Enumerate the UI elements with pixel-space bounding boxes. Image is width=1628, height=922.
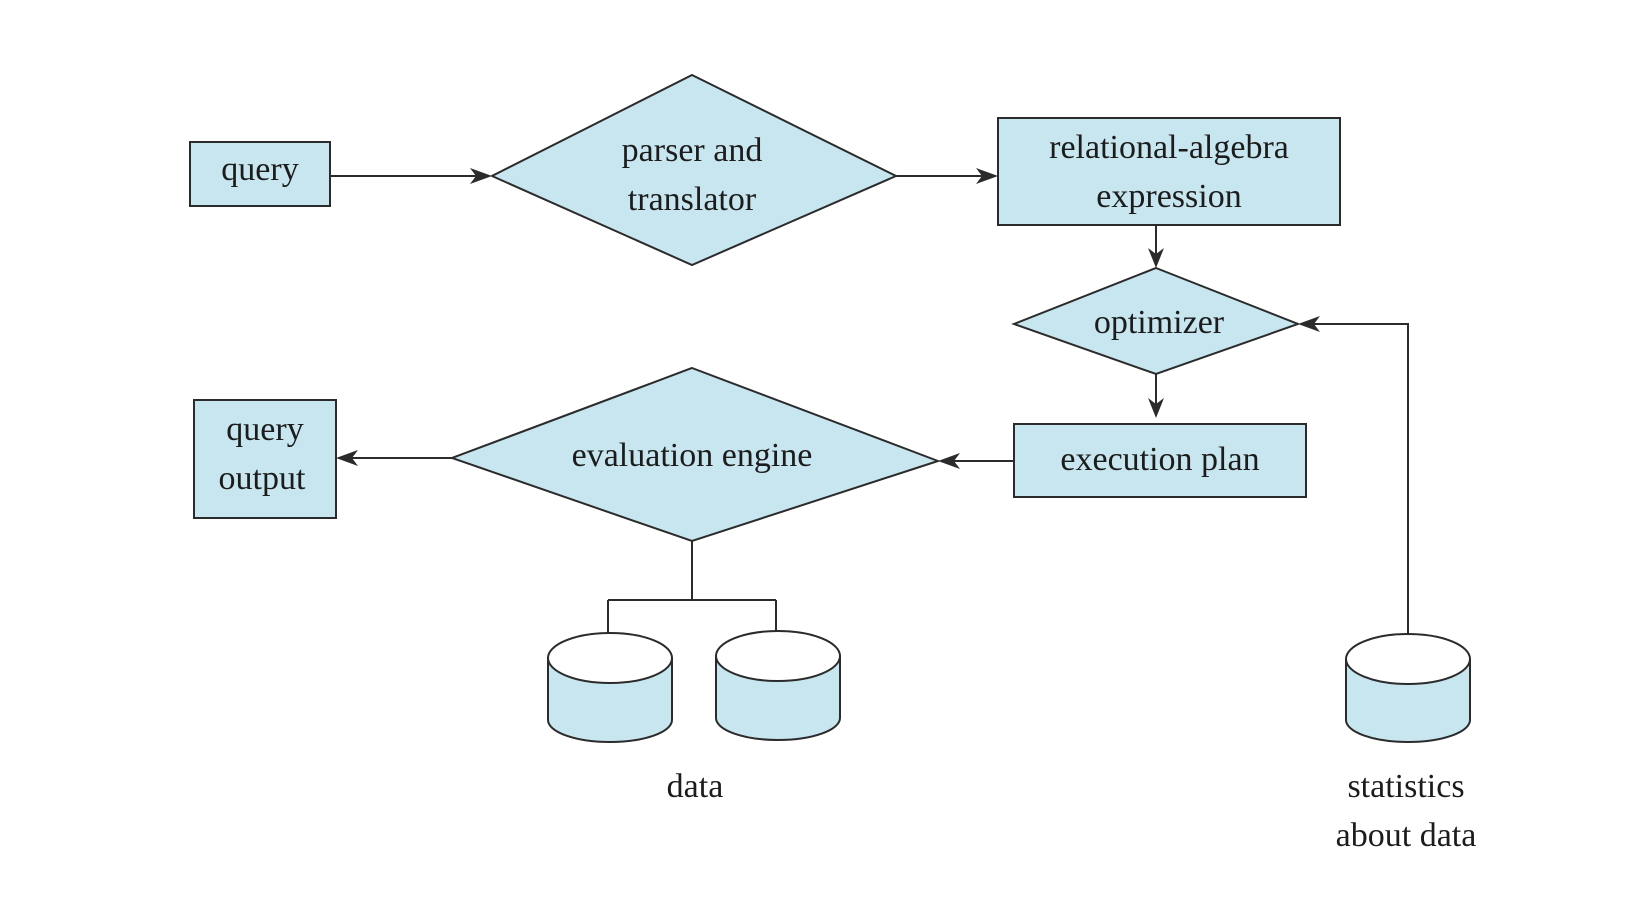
query-node: query [189,141,331,207]
query-output-node: query output [193,399,337,519]
edge-relational-algebra-to-optimizer [1148,225,1164,268]
relational-algebra-expression-node: relational-algebra expression [997,117,1341,226]
relational-algebra-label-line1: relational-algebra [1049,129,1289,166]
evaluation-engine-label: evaluation engine [572,437,813,474]
statistics-cylinder [1345,633,1471,743]
relational-algebra-label-line2: expression [1096,178,1241,215]
edge-parser-to-relational-algebra [896,168,998,184]
data-label: data [667,768,724,805]
statistics-label-line1: statistics [1347,768,1464,805]
edge-query-to-parser [330,168,492,184]
statistics-label-line2: about data [1336,817,1477,854]
edge-optimizer-to-execution-plan [1148,374,1164,418]
parser-label-line1: parser and [622,132,763,169]
edge-execution-plan-to-evaluation-engine [938,453,1014,469]
evaluation-engine-node: evaluation engine [449,366,942,543]
query-output-label-line2: output [219,460,306,497]
optimizer-label: optimizer [1094,304,1225,341]
data-cylinder-left [547,632,673,743]
parser-and-translator-node: parser and translator [489,73,899,267]
parser-label-line2: translator [628,181,757,218]
edge-evaluation-engine-to-data [607,541,777,633]
execution-plan-node: execution plan [1013,423,1307,498]
edge-statistics-to-optimizer [1298,316,1409,634]
edge-evaluation-engine-to-query-output [336,450,452,466]
optimizer-node: optimizer [1011,266,1301,376]
query-output-label-line1: query [226,411,303,448]
execution-plan-label: execution plan [1060,441,1259,478]
data-cylinder-right [715,630,841,741]
query-label: query [221,151,298,188]
